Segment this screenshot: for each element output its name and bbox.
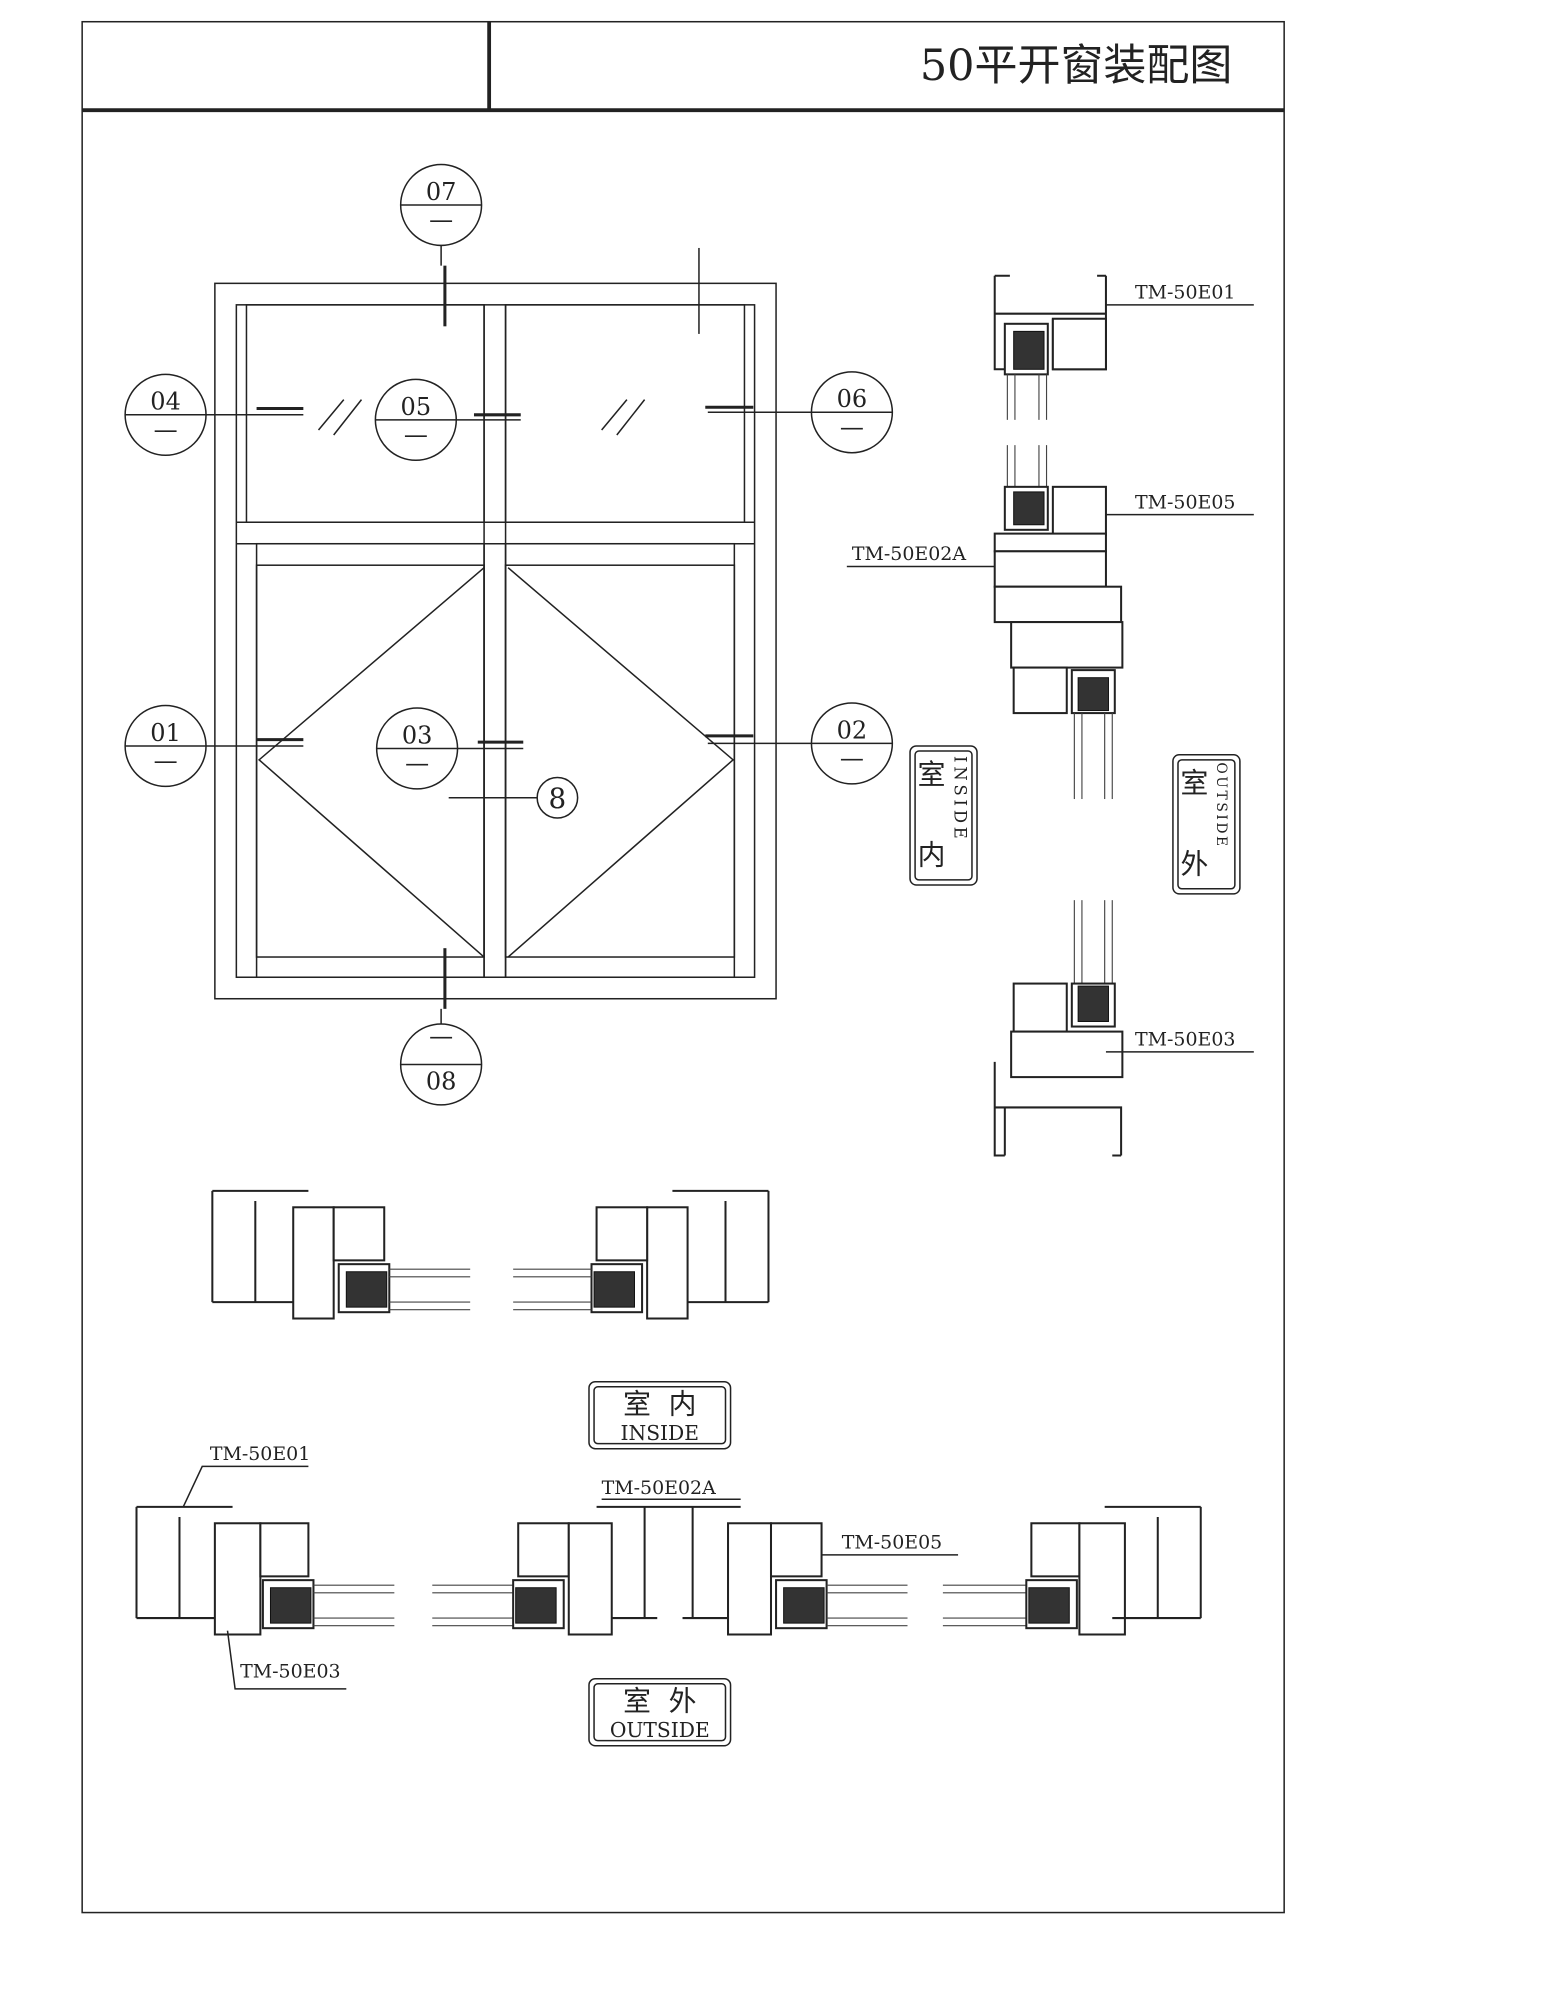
- section-mark-03[interactable]: 03—: [375, 707, 459, 790]
- svg-text:OUTSIDE: OUTSIDE: [610, 1718, 710, 1742]
- glass-callout: 8: [536, 776, 579, 819]
- section-mark-07[interactable]: 07—: [399, 163, 483, 247]
- svg-text:08: 08: [426, 1068, 457, 1096]
- svg-text:—: —: [429, 1022, 453, 1050]
- label-tm-50e01: TM-50E01: [1135, 282, 1235, 304]
- svg-text:03: 03: [402, 721, 433, 749]
- drawing-border: [81, 20, 1285, 1914]
- svg-text:室: 室: [918, 758, 946, 791]
- svg-text:—: —: [154, 747, 178, 775]
- svg-text:01: 01: [150, 719, 181, 747]
- inside-label-vertical: 室 内 INSIDE: [909, 745, 978, 886]
- outside-label-vertical: 室 外 OUTSIDE: [1172, 754, 1241, 895]
- svg-text:INSIDE: INSIDE: [950, 756, 969, 842]
- label-tm-50e02a-h: TM-50E02A: [602, 1477, 716, 1499]
- svg-text:04: 04: [150, 388, 181, 416]
- label-tm-50e05: TM-50E05: [1135, 491, 1235, 513]
- drawing-title: 50平开窗装配图: [920, 41, 1233, 91]
- window-elevation: [206, 245, 812, 1025]
- label-tm-50e01-h: TM-50E01: [210, 1443, 310, 1465]
- svg-text:INSIDE: INSIDE: [621, 1421, 700, 1445]
- section-mark-01[interactable]: 01—: [124, 704, 207, 788]
- svg-text:室 内: 室 内: [623, 1387, 696, 1420]
- svg-text:—: —: [840, 413, 864, 441]
- svg-text:—: —: [154, 416, 178, 444]
- label-tm-50e02a: TM-50E02A: [852, 543, 966, 565]
- inside-label-horizontal: 室 内 INSIDE: [588, 1380, 732, 1450]
- svg-text:—: —: [405, 749, 429, 777]
- right-sash-opening-line: [507, 567, 735, 958]
- svg-text:—: —: [429, 206, 453, 234]
- svg-text:内: 内: [918, 839, 946, 872]
- svg-text:07: 07: [426, 178, 457, 206]
- section-mark-02[interactable]: 02—: [810, 702, 894, 785]
- svg-text:05: 05: [401, 393, 432, 421]
- svg-text:OUTSIDE: OUTSIDE: [1213, 762, 1229, 848]
- svg-text:06: 06: [837, 385, 868, 413]
- horizontal-section-jambs: [211, 1189, 770, 1320]
- label-tm-50e03-h: TM-50E03: [240, 1660, 340, 1682]
- section-mark-08[interactable]: — 08: [399, 1022, 483, 1106]
- section-mark-05[interactable]: 05—: [374, 378, 458, 462]
- label-tm-50e05-h: TM-50E05: [842, 1532, 942, 1554]
- svg-text:8: 8: [549, 782, 567, 815]
- svg-text:—: —: [840, 744, 864, 772]
- svg-text:外: 外: [1181, 848, 1209, 881]
- glass-hatch-icon: [317, 399, 646, 436]
- svg-text:室: 室: [1181, 767, 1209, 800]
- outside-label-horizontal: 室 外 OUTSIDE: [588, 1677, 732, 1747]
- vertical-section: TM-50E01 TM-50E05 TM-50E02A TM-50E03: [846, 274, 1254, 1157]
- svg-text:—: —: [404, 421, 428, 449]
- label-tm-50e03: TM-50E03: [1135, 1029, 1235, 1051]
- svg-text:02: 02: [837, 716, 868, 744]
- section-mark-06[interactable]: 06—: [810, 371, 894, 454]
- svg-text:室 外: 室 外: [623, 1684, 696, 1717]
- left-sash-opening-line: [257, 567, 485, 958]
- section-mark-04[interactable]: 04—: [124, 373, 207, 457]
- horizontal-section-mullion: TM-50E01 TM-50E02A TM-50E05 TM-50E03: [135, 1443, 1202, 1690]
